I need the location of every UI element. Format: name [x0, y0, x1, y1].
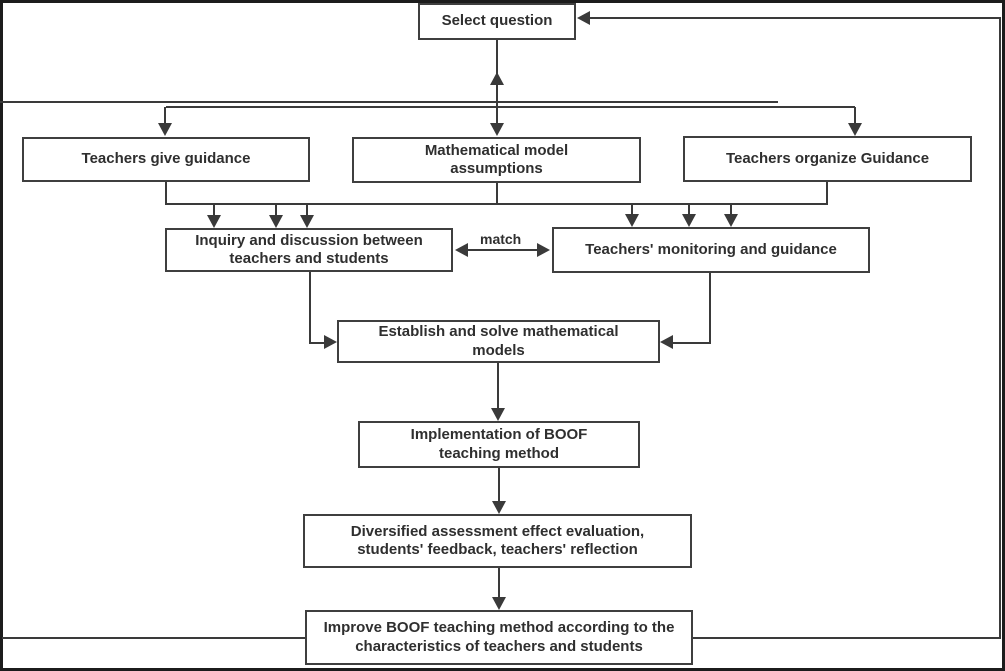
edge-select-to-assumptions [496, 107, 498, 125]
node-label: Inquiry and discussion between teachers … [195, 231, 423, 267]
edge-inquiry-elbow [309, 342, 327, 344]
node-label: Diversified assessment effect evaluation… [350, 522, 645, 558]
arrowhead-monitoring-2 [682, 214, 696, 227]
edge-drop-inquiry-1 [213, 204, 215, 216]
arrowhead-up-into-select-question [490, 72, 504, 85]
arrowhead-monitoring-1 [625, 214, 639, 227]
node-teachers-organize-guidance: Teachers organize Guidance [683, 136, 972, 182]
node-label: Teachers' monitoring and guidance [585, 240, 837, 258]
edge-teachers-organize-out [826, 182, 828, 205]
arrowhead-inquiry-1 [207, 215, 221, 228]
arrowhead-into-teachers-organize [848, 123, 862, 136]
edge-drop-teachers-organize [854, 107, 856, 125]
node-label: Implementation of BOOF teaching method [410, 426, 588, 462]
arrowhead-into-establish-right [660, 335, 673, 349]
arrowhead-into-assumptions [490, 123, 504, 136]
arrowhead-match-left [455, 243, 468, 257]
node-select-question: Select question [418, 3, 576, 40]
arrowhead-into-implementation [491, 408, 505, 421]
edge-left-feedback-top [0, 101, 778, 103]
node-label: Improve BOOF teaching method according t… [323, 619, 675, 655]
edge-drop-inquiry-3 [306, 204, 308, 216]
edge-drop-teachers-give [164, 107, 166, 125]
node-diversified-assessment: Diversified assessment effect evaluation… [303, 514, 692, 568]
edge-implementation-to-evaluation [498, 468, 500, 502]
edge-drop-monitoring-1 [631, 204, 633, 215]
arrowhead-match-right [537, 243, 550, 257]
edge-drop-inquiry-2 [275, 204, 277, 216]
edge-evaluation-to-improve [498, 568, 500, 598]
edge-drop-monitoring-3 [730, 204, 732, 215]
edge-monitoring-down [709, 273, 711, 344]
edge-middle-distribution [165, 203, 828, 205]
edge-teachers-give-out [165, 182, 167, 205]
arrowhead-inquiry-2 [269, 215, 283, 228]
match-label: match [478, 231, 524, 247]
node-mathematical-model-assumptions: Mathematical model assumptions [352, 137, 641, 183]
edge-inquiry-down [309, 272, 311, 344]
node-implementation-boof: Implementation of BOOF teaching method [358, 421, 640, 468]
edge-improve-out-left [2, 637, 305, 639]
edge-right-feedback-vertical [999, 17, 1001, 639]
arrowhead-into-improve [492, 597, 506, 610]
edge-monitoring-elbow [671, 342, 711, 344]
edge-top-distribution [166, 106, 855, 108]
node-teachers-monitoring: Teachers' monitoring and guidance [552, 227, 870, 273]
edge-establish-to-implementation [497, 363, 499, 409]
node-teachers-give-guidance: Teachers give guidance [22, 137, 310, 182]
edge-assumptions-out [496, 183, 498, 205]
node-label: Mathematical model assumptions [424, 141, 569, 177]
node-label: Select question [441, 12, 553, 30]
edge-match [460, 249, 546, 251]
arrowhead-into-establish-left [324, 335, 337, 349]
node-improve-boof: Improve BOOF teaching method according t… [305, 610, 693, 665]
edge-drop-monitoring-2 [688, 204, 690, 215]
arrowhead-into-evaluation [492, 501, 506, 514]
edge-improve-out-right [693, 637, 1001, 639]
node-establish-solve-models: Establish and solve mathematical models [337, 320, 660, 363]
node-label: Establish and solve mathematical models [378, 323, 619, 359]
arrowhead-inquiry-3 [300, 215, 314, 228]
node-label: Teachers give guidance [81, 150, 251, 168]
arrowhead-into-select-question-right [577, 11, 590, 25]
node-label: Teachers organize Guidance [725, 149, 930, 167]
arrowhead-monitoring-3 [724, 214, 738, 227]
node-inquiry-discussion: Inquiry and discussion between teachers … [165, 228, 453, 272]
arrowhead-into-teachers-give [158, 123, 172, 136]
edge-right-feedback-top [580, 17, 1000, 19]
